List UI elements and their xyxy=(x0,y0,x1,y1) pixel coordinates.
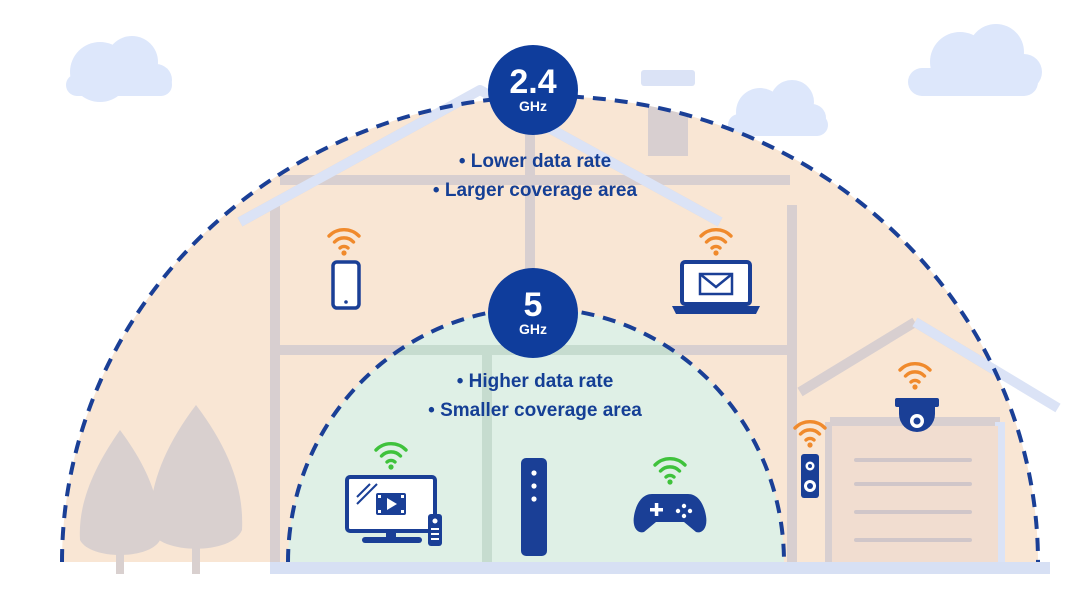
cloud-icon xyxy=(908,24,1042,96)
house-outline-outer xyxy=(237,85,1061,565)
band-5-unit: GHz xyxy=(519,321,547,337)
band-24-unit: GHz xyxy=(519,98,547,114)
band-24-value: 2.4 xyxy=(509,63,557,101)
cloud-icon xyxy=(66,36,172,102)
tree-icon xyxy=(79,405,243,574)
security-camera-icon xyxy=(895,398,939,432)
band-24-bullet-2: • Larger coverage area xyxy=(432,180,638,201)
tv-icon xyxy=(345,475,442,546)
band-5-bullets: • Higher data rate • Smaller coverage ar… xyxy=(390,367,680,425)
band-24-bullets: • Lower data rate • Larger coverage area xyxy=(400,147,670,205)
band-5-bullet-1: • Higher data rate xyxy=(456,371,614,392)
badge-5ghz: 5 GHz xyxy=(488,268,578,358)
laptop-mail-icon xyxy=(672,260,760,314)
band-5-value: 5 xyxy=(523,286,543,324)
gamepad-icon xyxy=(633,494,707,533)
router-icon xyxy=(521,458,547,556)
garage-door xyxy=(832,426,998,564)
smartphone-icon xyxy=(331,260,361,310)
doorbell-icon xyxy=(801,454,819,498)
coverage-boundary-5ghz xyxy=(286,306,786,563)
band-24-bullet-1: • Lower data rate xyxy=(458,151,612,172)
band-5-bullet-2: • Smaller coverage area xyxy=(428,400,642,421)
badge-24ghz: 2.4 GHz xyxy=(488,45,578,135)
cloud-icon xyxy=(728,80,828,136)
ground-line xyxy=(270,562,1050,574)
chimney-outer xyxy=(641,70,695,86)
